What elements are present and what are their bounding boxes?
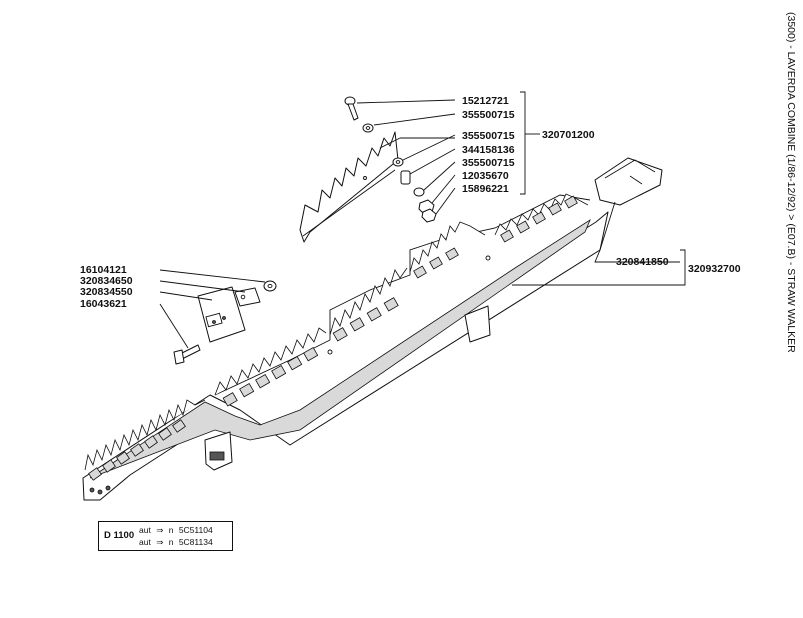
hardware-stack	[344, 96, 437, 223]
arrow-icon: ⇒	[156, 525, 164, 535]
variant-note-box: D 1100 aut ⇒ n 5C51104 aut ⇒ n 5C81134	[98, 521, 233, 551]
label-plate-left-b: 320834550	[80, 286, 133, 298]
variant-serial: 5C81134	[178, 537, 213, 547]
label-end-cap: 320841850	[616, 256, 669, 268]
variant-prefix: aut	[139, 525, 151, 535]
label-spacer: 12035670	[462, 170, 509, 182]
variant-row: aut ⇒ n 5C51104	[139, 525, 216, 536]
walker-teeth	[84, 193, 589, 495]
variant-row: aut ⇒ n 5C81134	[139, 537, 216, 548]
variant-n: n	[168, 525, 174, 535]
page-side-title: (3500) - LAVERDA COMBINE (1/86-12/92) > …	[785, 12, 797, 353]
variant-n: n	[168, 537, 174, 547]
label-walker-assembly: 320932700	[688, 263, 741, 275]
label-plate-left-a: 320834650	[80, 275, 133, 287]
label-bolt-left: 16043621	[80, 298, 127, 310]
label-washer-c: 355500715	[462, 157, 515, 169]
label-nut: 15896221	[462, 183, 509, 195]
label-bolt-top: 15212721	[462, 95, 509, 107]
leader-lines	[159, 91, 686, 349]
end-cap-part	[594, 157, 663, 206]
part-number-labels: 15212721 355500715 355500715 344158136 3…	[80, 95, 741, 310]
straw-walker-body	[82, 194, 609, 501]
label-washer-top: 355500715	[462, 109, 515, 121]
top-bracket-part	[299, 131, 399, 243]
label-bushing: 344158136	[462, 144, 515, 156]
left-plate-parts	[173, 280, 277, 365]
label-bushing-left: 16104121	[80, 264, 127, 276]
label-group-bracket: 320701200	[542, 129, 595, 141]
label-washer-b: 355500715	[462, 130, 515, 142]
variant-code: D 1100	[104, 530, 135, 541]
variant-prefix: aut	[139, 537, 151, 547]
arrow-icon: ⇒	[156, 537, 164, 547]
variant-serial: 5C51104	[178, 525, 213, 535]
exploded-parts-diagram: 15212721 355500715 355500715 344158136 3…	[80, 91, 741, 501]
